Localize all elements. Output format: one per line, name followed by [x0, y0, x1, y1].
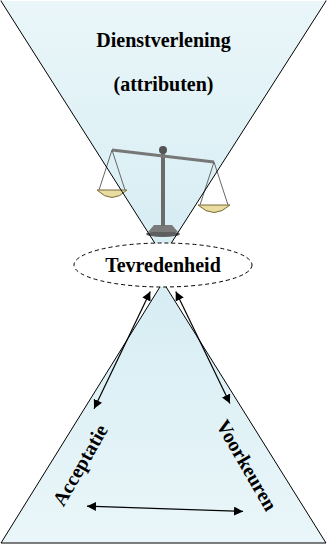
node-label: Tevredenheid	[105, 253, 221, 277]
double-arrow	[94, 291, 150, 408]
double-arrow	[176, 291, 230, 403]
scale-base	[148, 225, 178, 232]
scale-knob	[159, 146, 167, 154]
preference-label-node: Voorkeuren	[211, 414, 283, 517]
satisfaction-ellipse: Tevredenheid	[73, 242, 253, 288]
top-funnel-fill	[1, 1, 326, 256]
balance-scale	[97, 146, 230, 237]
funnel-edge	[1, 1, 326, 257]
ellipse-outline	[74, 243, 252, 287]
service-funnel: Dienstverlening (attributen)	[0, 0, 327, 262]
scale-pole	[161, 150, 165, 226]
node-label: Voorkeuren	[212, 416, 282, 515]
scale-pan	[198, 205, 230, 213]
scale-string	[214, 162, 228, 205]
acceptance-label-node: Acceptatie	[47, 419, 113, 511]
scale-pan	[97, 190, 127, 198]
node-label: Dienstverlening (attributen)	[78, 18, 250, 106]
scale-string	[200, 162, 214, 205]
bottom-triangle	[1, 282, 326, 543]
double-arrow	[87, 506, 243, 511]
scale-string	[99, 150, 112, 190]
node-label: Acceptatie	[48, 421, 112, 510]
scale-string	[112, 150, 125, 190]
